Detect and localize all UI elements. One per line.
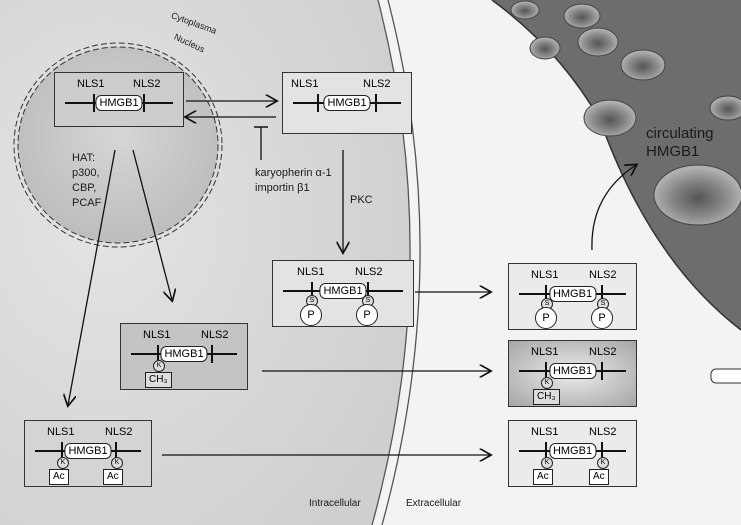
red-blood-cell	[563, 3, 601, 29]
methyl-group: CH₃	[145, 372, 172, 388]
methylation-arrow	[132, 149, 172, 300]
edge-shape	[710, 368, 741, 384]
nls1-label: NLS1	[297, 266, 325, 278]
nls2-label: NLS2	[589, 269, 617, 281]
nls2-site	[211, 345, 213, 363]
extracellular-label: Extracellular	[406, 498, 462, 509]
intracellular-label: Intracellular	[309, 498, 361, 509]
acetylation-arrow	[68, 149, 116, 405]
secreted-phosphorylated-box: NLS1 NLS2 HMGB1 S S P P	[508, 263, 637, 330]
importin-label: importin β1	[255, 182, 310, 194]
acetyl-group: Ac	[589, 469, 609, 485]
nls2-label: NLS2	[105, 426, 133, 438]
circulation-arrow	[591, 165, 636, 251]
lysine-site: K	[153, 360, 165, 372]
acetyl-group: Ac	[103, 469, 123, 485]
blood-vessel	[492, 0, 741, 330]
red-blood-cell	[653, 164, 741, 226]
acetylated-hmgb1-box: NLS1 NLS2 HMGB1 K K Ac Ac	[24, 420, 152, 487]
hat-label-2: p300,	[72, 167, 100, 179]
hmgb1-label: HMGB1	[548, 363, 597, 379]
lysine-site: K	[597, 457, 609, 469]
nuclear-hmgb1-box: NLS1 NLS2 HMGB1	[54, 72, 184, 127]
karyopherin-label: karyopherin α-1	[255, 167, 332, 179]
hmgb1-label: HMGB1	[548, 286, 597, 302]
nls1-label: NLS1	[531, 346, 559, 358]
nuclear-envelope-outer	[13, 42, 223, 248]
hmgb1-label: HMGB1	[319, 283, 367, 299]
red-blood-cell	[577, 27, 619, 57]
methylated-hmgb1-box: NLS1 NLS2 HMGB1 K CH₃	[120, 323, 248, 390]
lysine-site: K	[541, 457, 553, 469]
nls2-site	[143, 94, 145, 112]
nls2-label: NLS2	[589, 346, 617, 358]
nls2-site	[115, 442, 117, 460]
secreted-acetylated-box: NLS1 NLS2 HMGB1 K K Ac Ac	[508, 420, 637, 487]
nls1-label: NLS1	[531, 269, 559, 281]
nls1-site	[545, 442, 547, 460]
cytoplasmic-hmgb1-box: NLS1 NLS2 HMGB1	[282, 72, 412, 134]
phosphorylated-hmgb1-box: NLS1 NLS2 HMGB1 S S P P	[272, 260, 414, 327]
nls1-site	[317, 94, 319, 112]
methyl-group: CH₃	[533, 389, 560, 405]
acetyl-group: Ac	[533, 469, 553, 485]
phosphate-group: P	[535, 307, 557, 329]
nls2-label: NLS2	[355, 266, 383, 278]
hat-label-3: CBP,	[72, 182, 97, 194]
circulating-label-2: HMGB1	[646, 143, 700, 160]
nls2-site	[601, 362, 603, 380]
nls1-site	[61, 442, 63, 460]
hmgb1-label: HMGB1	[548, 443, 597, 459]
nls2-label: NLS2	[589, 426, 617, 438]
nls2-label: NLS2	[201, 329, 229, 341]
nuclear-envelope-inner	[17, 46, 219, 244]
nls2-site	[367, 282, 369, 300]
nls2-site	[601, 442, 603, 460]
hmgb1-label: HMGB1	[160, 346, 208, 362]
phosphate-group: P	[356, 304, 378, 326]
nls2-site	[375, 94, 377, 112]
nls1-site	[93, 94, 95, 112]
nls1-label: NLS1	[77, 78, 105, 90]
nls2-label: NLS2	[133, 78, 161, 90]
nls1-label: NLS1	[531, 426, 559, 438]
lysine-site: K	[111, 457, 123, 469]
red-blood-cell	[709, 95, 741, 121]
nls2-site	[601, 285, 603, 303]
acetyl-group: Ac	[49, 469, 69, 485]
lysine-site: K	[541, 377, 553, 389]
hat-label-4: PCAF	[72, 197, 102, 209]
phosphate-group: P	[591, 307, 613, 329]
nls1-site	[545, 285, 547, 303]
nls1-site	[311, 282, 313, 300]
hat-label-1: HAT:	[72, 152, 96, 164]
secreted-methylated-box: NLS1 NLS2 HMGB1 K CH₃	[508, 340, 637, 407]
hmgb1-label: HMGB1	[323, 95, 371, 111]
nls2-label: NLS2	[363, 78, 391, 90]
nls1-label: NLS1	[291, 78, 319, 90]
nls1-site	[157, 345, 159, 363]
pkc-label: PKC	[350, 194, 373, 206]
hmgb1-label: HMGB1	[64, 443, 112, 459]
red-blood-cell	[529, 36, 561, 60]
red-blood-cell	[620, 49, 666, 81]
hmgb1-label: HMGB1	[95, 95, 143, 111]
circulating-label-1: circulating	[646, 125, 714, 142]
red-blood-cell	[510, 0, 540, 20]
nls1-site	[545, 362, 547, 380]
nls1-label: NLS1	[47, 426, 75, 438]
lysine-site: K	[57, 457, 69, 469]
nls1-label: NLS1	[143, 329, 171, 341]
red-blood-cell	[583, 99, 637, 137]
phosphate-group: P	[300, 304, 322, 326]
